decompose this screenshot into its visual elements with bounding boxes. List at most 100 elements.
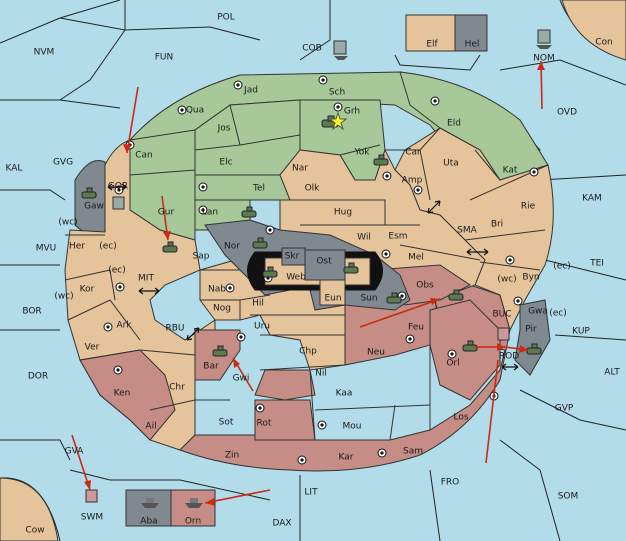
region-Ken[interactable] bbox=[79, 349, 176, 441]
label-Gur: Gur bbox=[158, 208, 175, 218]
unit-Bar[interactable] bbox=[212, 345, 228, 357]
label-KUP: KUP bbox=[572, 327, 590, 337]
unit-Lan[interactable] bbox=[241, 206, 257, 218]
label-Orl: Orl bbox=[446, 359, 459, 369]
label-Byn: Byn bbox=[522, 273, 539, 283]
label-Kor: Kor bbox=[80, 285, 95, 295]
unit-Pir[interactable] bbox=[526, 343, 542, 355]
label-wc3: (wc) bbox=[497, 275, 516, 285]
label-wc1: (wc) bbox=[58, 218, 77, 228]
label-Olk: Olk bbox=[305, 184, 321, 194]
label-Can: Can bbox=[135, 151, 153, 161]
label-DOR: DOR bbox=[28, 372, 48, 382]
fleet-GOR[interactable] bbox=[112, 196, 125, 210]
fleet-COB[interactable] bbox=[333, 40, 348, 60]
label-Kar: Kar bbox=[339, 453, 354, 463]
label-Rot: Rot bbox=[257, 419, 272, 429]
label-BUC: BUC bbox=[492, 310, 511, 320]
sea-labels: POL NVM FUN COB NOM Con OVD KAL GVG KAM … bbox=[6, 13, 621, 536]
fleet-Aba[interactable] bbox=[141, 498, 159, 508]
label-ROD: ROD bbox=[499, 352, 519, 362]
label-RBU: RBU bbox=[165, 324, 184, 334]
label-Rie: Rie bbox=[521, 202, 536, 212]
label-Ail: Ail bbox=[145, 422, 156, 432]
label-BOR: BOR bbox=[22, 307, 41, 317]
label-Zin: Zin bbox=[225, 451, 239, 461]
unit-Sap[interactable] bbox=[162, 241, 178, 253]
label-Sam: Sam bbox=[403, 447, 423, 457]
label-NOM: NOM bbox=[533, 54, 555, 64]
label-Gaw: Gaw bbox=[84, 202, 104, 212]
fleet-BUC[interactable] bbox=[497, 327, 510, 341]
label-GVA: GVA bbox=[65, 447, 85, 457]
region-Hel[interactable] bbox=[454, 14, 488, 52]
fleet-NOM[interactable] bbox=[536, 29, 552, 49]
order-arrows bbox=[71, 60, 545, 506]
label-GVG: GVG bbox=[53, 158, 73, 168]
unit-Orl[interactable] bbox=[462, 340, 478, 352]
label-POL: POL bbox=[217, 13, 235, 23]
coast-labels: (wc) (ec) (ec) (wc) (wc) (ec) (ec) bbox=[54, 218, 570, 319]
label-SOM: SOM bbox=[558, 492, 579, 502]
label-Eun: Eun bbox=[324, 294, 341, 304]
label-ec1: (ec) bbox=[99, 242, 117, 252]
label-Hil: Hil bbox=[252, 299, 264, 309]
label-Chp: Chp bbox=[299, 347, 317, 357]
label-Skr: Skr bbox=[285, 252, 300, 262]
label-SMA: SMA bbox=[457, 226, 477, 236]
label-Tel: Tel bbox=[252, 184, 265, 194]
unit-Obs[interactable] bbox=[448, 289, 464, 301]
label-Ken: Ken bbox=[114, 389, 131, 399]
label-Kaa: Kaa bbox=[336, 389, 353, 399]
label-Ost: Ost bbox=[316, 257, 332, 267]
label-Gwa: Gwa bbox=[528, 307, 548, 317]
label-DAX: DAX bbox=[272, 519, 291, 529]
unit-Sun[interactable] bbox=[386, 292, 402, 304]
label-Ark: Ark bbox=[116, 321, 132, 331]
label-GOR: GOR bbox=[108, 182, 128, 192]
label-Cow: Cow bbox=[25, 526, 44, 536]
label-Her: Her bbox=[69, 242, 85, 252]
label-ALT: ALT bbox=[604, 368, 620, 378]
unit-Nor[interactable] bbox=[252, 237, 268, 249]
region-Eun[interactable] bbox=[319, 279, 346, 306]
continent bbox=[64, 71, 554, 472]
label-Elf: Elf bbox=[426, 40, 438, 50]
label-ec3: (ec) bbox=[553, 262, 571, 272]
label-COB: COB bbox=[302, 44, 322, 54]
label-Hel: Hel bbox=[465, 40, 480, 50]
label-Nab: Nab bbox=[208, 285, 226, 295]
label-Chr: Chr bbox=[169, 383, 185, 393]
fleet-SWM[interactable] bbox=[85, 489, 98, 503]
unit-Web[interactable] bbox=[262, 266, 278, 278]
unit-Gaw[interactable] bbox=[81, 187, 97, 199]
label-Jos: Jos bbox=[217, 124, 231, 134]
fleet-Orn[interactable] bbox=[185, 498, 203, 508]
unit-Ost[interactable] bbox=[343, 262, 359, 274]
label-Uru: Uru bbox=[254, 322, 270, 332]
unit-Yok[interactable] bbox=[373, 154, 389, 166]
label-TEI: TEI bbox=[589, 259, 604, 269]
label-Car: Car bbox=[405, 148, 421, 158]
label-Los: Los bbox=[453, 413, 468, 423]
label-Bri: Bri bbox=[491, 220, 503, 230]
passages bbox=[107, 183, 519, 371]
label-MVU: MVU bbox=[36, 244, 57, 254]
label-Ver: Ver bbox=[85, 343, 100, 353]
label-Esm: Esm bbox=[388, 232, 407, 242]
label-Grh: Grh bbox=[344, 107, 360, 117]
star-marker bbox=[328, 111, 348, 131]
region-Nil[interactable] bbox=[254, 369, 316, 401]
label-Sun: Sun bbox=[360, 294, 377, 304]
label-FUN: FUN bbox=[155, 53, 174, 63]
label-Aba: Aba bbox=[140, 517, 157, 527]
region-Elf[interactable] bbox=[405, 14, 456, 52]
label-FRO: FRO bbox=[441, 478, 460, 488]
label-ec4: (ec) bbox=[549, 309, 567, 319]
region-Pir[interactable] bbox=[514, 299, 551, 376]
label-NVM: NVM bbox=[34, 48, 55, 58]
label-Lan: Lan bbox=[202, 208, 218, 218]
label-Kat: Kat bbox=[503, 166, 518, 176]
